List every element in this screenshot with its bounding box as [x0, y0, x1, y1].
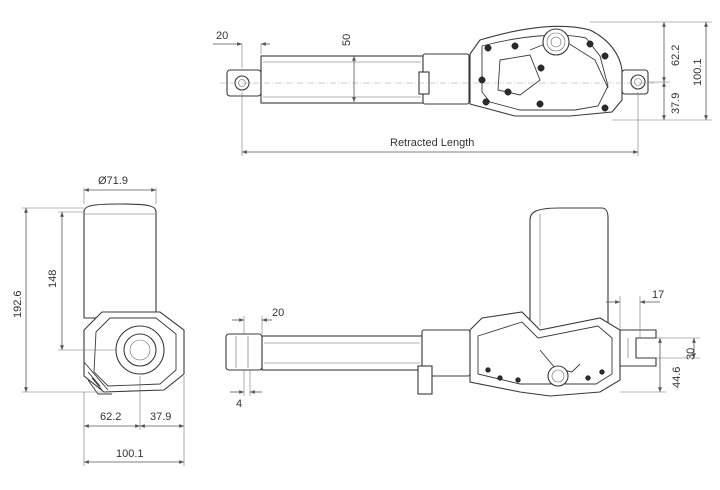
dim-end-62-2: 62.2 — [100, 411, 121, 423]
dim-top-50: 50 — [341, 34, 353, 46]
dim-top-37-9: 37.9 — [670, 93, 682, 114]
dim-side-20: 20 — [272, 307, 284, 319]
dim-side-30: 30 — [685, 348, 697, 360]
retracted-length-label: Retracted Length — [390, 137, 474, 149]
dim-top-100-1: 100.1 — [692, 58, 704, 86]
dim-148: 148 — [47, 270, 59, 288]
dim-side-4: 4 — [236, 398, 242, 410]
motor-tube — [83, 203, 157, 319]
dim-end-37-9: 37.9 — [150, 411, 171, 423]
housing-screws — [478, 40, 609, 112]
dim-192-6: 192.6 — [12, 290, 24, 318]
side-motor-cap — [547, 365, 569, 387]
inner-tube — [260, 55, 424, 104]
dim-top-20: 20 — [216, 30, 228, 42]
dim-end-100-1: 100.1 — [116, 448, 144, 460]
dim-side-17: 17 — [652, 289, 664, 301]
side-view: 20 4 17 30 44.6 — [225, 207, 700, 410]
rear-clevis-hole — [630, 74, 646, 90]
side-rear-lug — [619, 329, 657, 367]
dim-side-44-6: 44.6 — [671, 367, 683, 388]
side-collar-nut — [417, 365, 433, 395]
tube-collar — [422, 53, 470, 105]
dim-diameter: Ø71.9 — [98, 175, 128, 187]
output-bore — [123, 333, 157, 367]
side-motor-housing — [529, 207, 609, 331]
top-view: 20 50 62.2 100.1 37.9 Retracted Length — [213, 21, 712, 156]
end-view: Ø71.9 148 192.6 62.2 37.9 100.1 — [12, 175, 185, 466]
side-screws — [485, 367, 605, 383]
side-inner-tube — [261, 335, 423, 371]
side-rod-end — [225, 333, 263, 371]
dim-top-62-2: 62.2 — [670, 45, 682, 66]
